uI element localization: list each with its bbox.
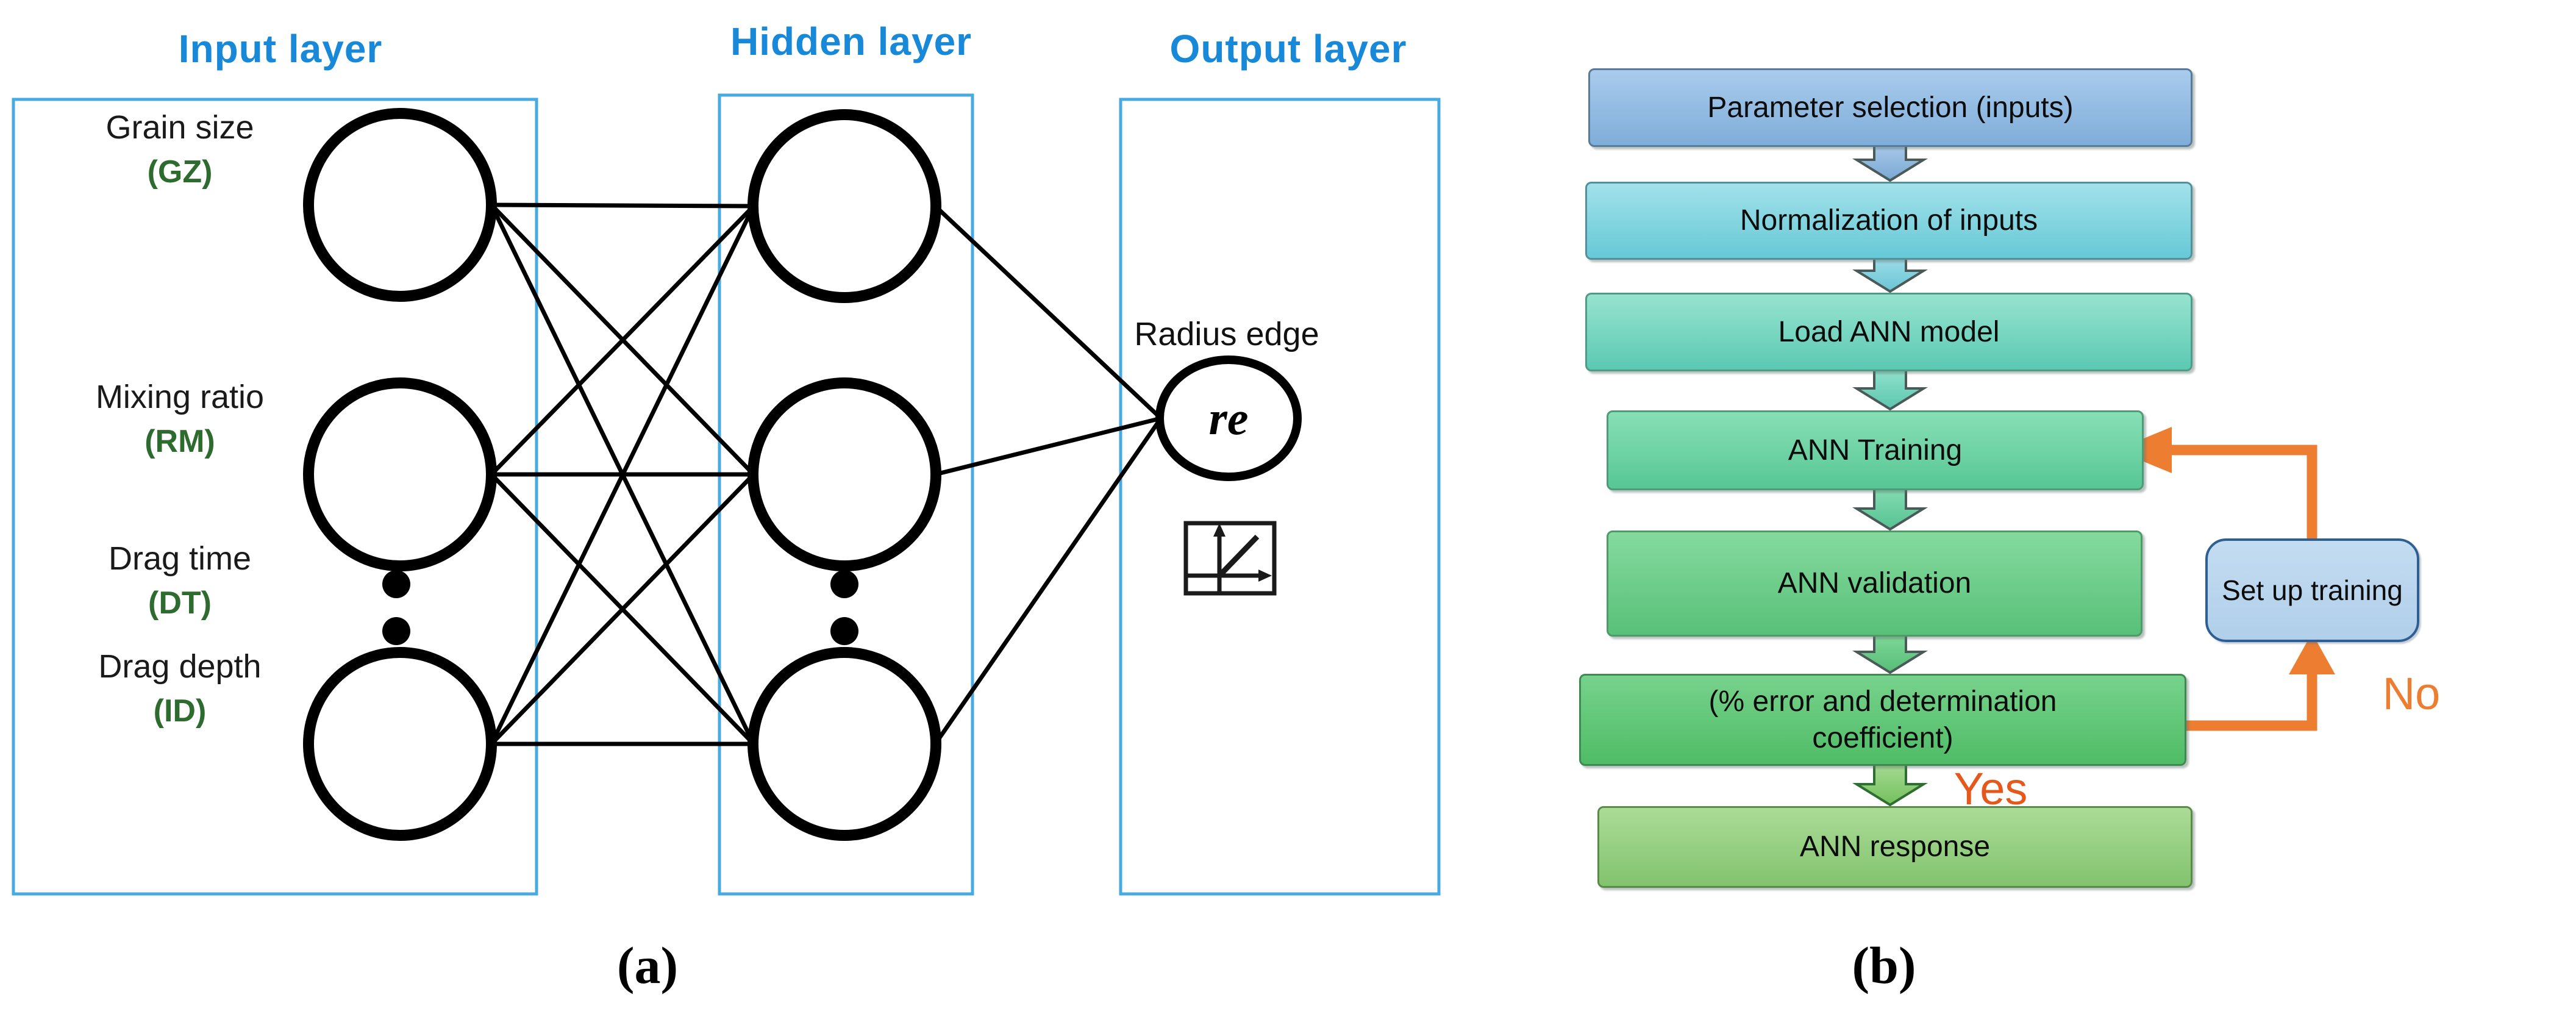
arrowhead-left-icon (2116, 427, 2172, 473)
output-layer-title: Output layer (1105, 24, 1471, 73)
connection-line (490, 473, 755, 746)
connection-line (933, 417, 1163, 745)
block-arrow-down-icon (1852, 763, 1928, 807)
input-label-mixing-ratio: Mixing ratio (27, 378, 332, 416)
flow-step-load-ann-model: Load ANN model (1585, 293, 2192, 371)
flow-step-normalization: Normalization of inputs (1585, 182, 2192, 260)
step-label: Normalization of inputs (1739, 204, 2038, 237)
loop-back-path (2169, 445, 2317, 731)
input-label-grain-size: Grain size (27, 109, 332, 146)
vertical-dots-icon (382, 617, 410, 645)
step-label: ANN Training (1788, 434, 1963, 466)
input-neuron-icon (303, 647, 497, 841)
no-text: No (2382, 668, 2441, 719)
output-layer-title-text: Output layer (1169, 27, 1407, 71)
block-arrow-down-icon (1852, 634, 1928, 674)
hidden-neuron-icon (747, 109, 941, 303)
label-text: Drag depth (98, 648, 262, 685)
hidden-neuron-icon (747, 377, 941, 571)
step-label: (% error and determination coefficient) (1708, 685, 2057, 754)
flow-step-ann-training: ANN Training (1607, 410, 2144, 490)
flow-step-ann-validation: ANN validation (1607, 531, 2143, 637)
re-symbol-text: re (1208, 391, 1249, 445)
input-layer-title-text: Input layer (178, 27, 383, 71)
connection-line (489, 205, 756, 745)
orange-elbow-arrow-icon (2184, 670, 2317, 731)
input-neuron-icon (303, 108, 497, 302)
vertical-dots-icon (830, 617, 858, 645)
hidden-layer-title: Hidden layer (668, 17, 1034, 66)
setup-training-label: Set up training (2222, 574, 2403, 606)
label-text: Radius edge (1134, 316, 1319, 352)
label-text: Grain size (105, 109, 254, 146)
hidden-layer-box (718, 93, 974, 896)
yes-label: Yes (1924, 761, 2058, 816)
step-label: Parameter selection (inputs) (1707, 91, 2074, 124)
caption-a-text: (a) (616, 936, 679, 995)
block-arrow-down-icon (1852, 369, 1928, 411)
block-arrow-down-icon (1852, 144, 1928, 182)
label-text: Mixing ratio (95, 379, 265, 415)
step-label: ANN response (1799, 831, 1991, 863)
neurons (303, 108, 1302, 841)
abbr-text: (ID) (153, 693, 207, 729)
connection-line (491, 202, 754, 209)
step-label: Load ANN model (1778, 315, 2000, 348)
flow-connectors (1852, 144, 1928, 807)
hidden-output-connections (933, 204, 1163, 745)
output-label-radius-edge: Radius edge (1074, 315, 1379, 354)
caption-b: (b) (1793, 932, 1975, 999)
abbr-text: (GZ) (147, 154, 213, 190)
input-hidden-connections (489, 202, 756, 746)
step-label: ANN validation (1777, 567, 1972, 599)
input-neuron-icon (303, 377, 497, 571)
block-arrow-down-icon (1852, 257, 1928, 293)
no-label: No (2344, 665, 2478, 723)
arrowhead-up-icon (2289, 633, 2335, 674)
input-abbr-id: (ID) (27, 692, 332, 730)
output-layer-box (1119, 98, 1441, 896)
label-text: Drag time (108, 540, 252, 577)
abbr-text: (RM) (144, 424, 215, 459)
connection-line (935, 416, 1161, 477)
block-arrow-down-icon (1852, 487, 1928, 531)
loop-back-arrowheads (2116, 427, 2335, 674)
input-abbr-gz: (GZ) (27, 153, 332, 191)
input-label-drag-depth: Drag depth (27, 648, 332, 685)
vertical-dots-icon (830, 570, 858, 598)
output-neuron-symbol: re (1168, 389, 1290, 448)
flow-step-parameter-selection: Parameter selection (inputs) (1588, 68, 2192, 147)
flow-step-error-determination: (% error and determination coefficient) (1579, 674, 2186, 766)
caption-b-text: (b) (1852, 936, 1916, 995)
output-neuron-icon (1155, 355, 1302, 481)
flow-step-ann-response: ANN response (1597, 806, 2192, 888)
input-abbr-rm: (RM) (27, 423, 332, 460)
ellipsis-dots (382, 570, 858, 645)
orange-elbow-arrow-icon (2169, 445, 2317, 540)
caption-a: (a) (556, 932, 739, 999)
hidden-layer-title-text: Hidden layer (730, 20, 972, 63)
input-abbr-dt: (DT) (27, 584, 332, 622)
connection-line (490, 204, 755, 476)
hidden-neuron-icon (747, 647, 941, 841)
connection-line (933, 204, 1163, 420)
input-layer-title: Input layer (98, 24, 463, 73)
yes-text: Yes (1953, 763, 2028, 814)
linear-transfer-function-icon (1183, 521, 1277, 596)
vertical-dots-icon (382, 570, 410, 598)
setup-training-box: Set up training (2205, 538, 2419, 642)
layer-boxes (12, 93, 1441, 896)
input-label-drag-time: Drag time (27, 540, 332, 577)
input-layer-box (12, 98, 538, 896)
abbr-text: (DT) (148, 585, 212, 621)
